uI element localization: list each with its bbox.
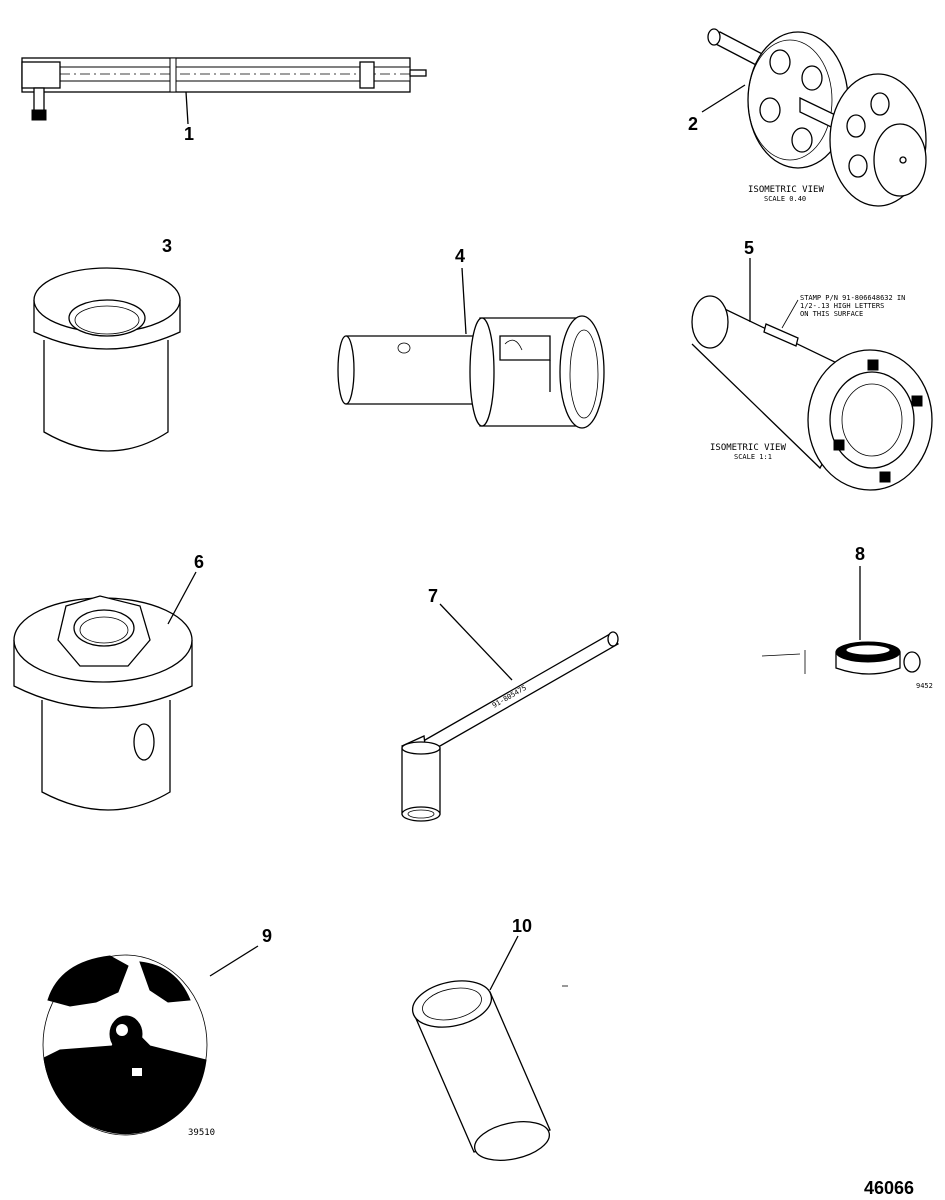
tool-5-spanner-tube [691,258,933,491]
callout-6: 6 [194,552,204,572]
callout-5: 5 [744,238,754,258]
tool-9-dark-disc [42,945,259,1136]
tool-8-small-ref: 9452 [916,682,933,690]
tool-5-note-line2: 1/2-.13 HIGH LETTERS [800,302,884,310]
callout-8: 8 [855,544,865,564]
tool-2-disc-puller [701,28,927,207]
callout-3: 3 [162,236,172,256]
callout-10: 10 [512,916,532,936]
tool-8-ring [761,566,921,675]
callout-2: 2 [688,114,698,134]
figure-number: 46066 [864,1178,914,1198]
tool-5-note-line3: ON THIS SURFACE [800,310,863,318]
tool-6-hex-driver [13,571,197,811]
tool-2-scale: SCALE 0.40 [764,195,806,203]
tool-1-shaft [21,57,427,125]
tool-7-socket-wrench: 91-805475 [401,603,619,822]
callout-4: 4 [455,246,465,266]
tool-5-note-line1: STAMP P/N 91-806648632 IN [800,294,905,302]
callout-9: 9 [262,926,272,946]
callout-1: 1 [184,124,194,144]
tool-2-view-title: ISOMETRIC VIEW [748,185,824,195]
tool-5-scale: SCALE 1:1 [734,453,772,461]
tool-4-slotted-driver [337,267,605,429]
callout-7: 7 [428,586,438,606]
tool-3-installer [33,267,181,452]
tool-10-tube [411,935,568,1161]
tool-5-view-title: ISOMETRIC VIEW [710,443,786,453]
tool-9-small-ref: 39510 [188,1128,215,1138]
